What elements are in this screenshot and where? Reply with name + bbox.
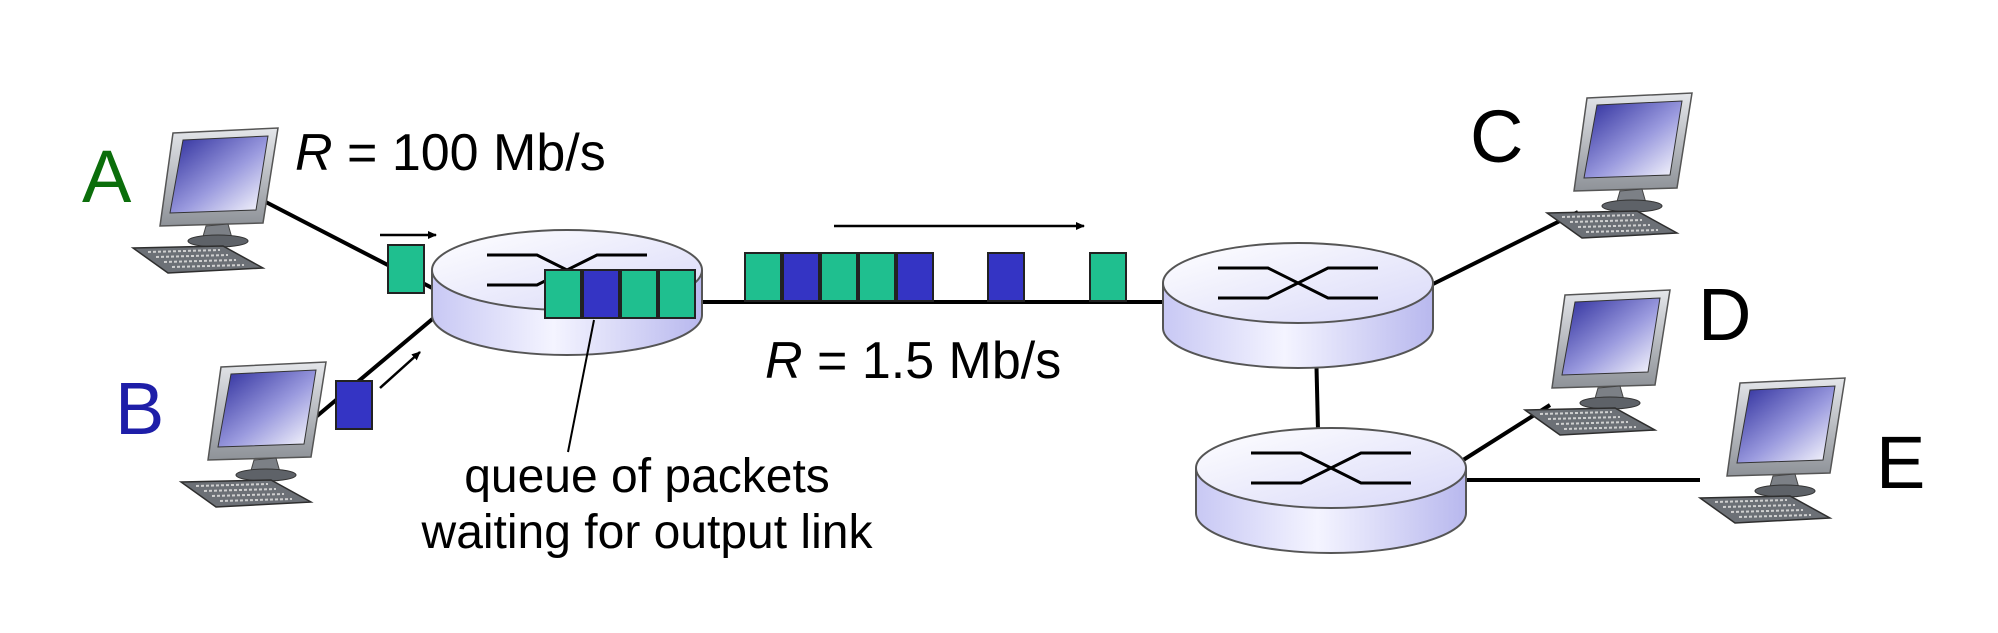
router-3-icon xyxy=(1194,426,1468,555)
router-2-icon xyxy=(1161,241,1435,370)
packet-a-incoming xyxy=(387,244,425,294)
queued-packet xyxy=(620,269,658,319)
link-router2-c xyxy=(1424,210,1579,290)
access-rate-value: = 100 Mb/s xyxy=(333,124,606,182)
transit-packet xyxy=(858,252,896,302)
transit-packet xyxy=(987,252,1025,302)
host-label-c: C xyxy=(1470,95,1523,178)
host-label-b: B xyxy=(115,367,164,450)
bottleneck-rate-value: = 1.5 Mb/s xyxy=(803,332,1062,390)
host-label-e: E xyxy=(1876,421,1925,504)
transit-packet xyxy=(896,252,934,302)
host-label-a: A xyxy=(82,135,132,218)
bottleneck-rate-var: R xyxy=(765,332,803,390)
transit-packet xyxy=(1089,252,1127,302)
queued-packet xyxy=(582,269,620,319)
computer-d-icon xyxy=(1524,289,1671,436)
packets-in-transit xyxy=(744,252,1127,302)
computer-c-icon xyxy=(1546,92,1693,239)
caption-pointer xyxy=(567,319,595,453)
queue-caption-line1: queue of packets xyxy=(464,450,830,503)
queued-packet xyxy=(544,269,582,319)
arrow-b-icon xyxy=(379,351,421,389)
queue-caption-line2: waiting for output link xyxy=(421,506,874,559)
access-rate-var: R xyxy=(295,124,333,182)
computer-e-icon xyxy=(1699,377,1846,524)
bottleneck-link-rate: R = 1.5 Mb/s xyxy=(765,332,1061,390)
computer-a-icon xyxy=(132,127,279,274)
link-b-router xyxy=(296,314,438,434)
packet-queue xyxy=(544,269,696,319)
transit-packet xyxy=(744,252,782,302)
host-label-d: D xyxy=(1698,273,1751,356)
transit-packet xyxy=(782,252,820,302)
transit-packet xyxy=(820,252,858,302)
access-link-rate: R = 100 Mb/s xyxy=(295,124,606,182)
computer-b-icon xyxy=(180,361,327,508)
packet-b-incoming xyxy=(335,380,373,430)
queued-packet xyxy=(658,269,696,319)
